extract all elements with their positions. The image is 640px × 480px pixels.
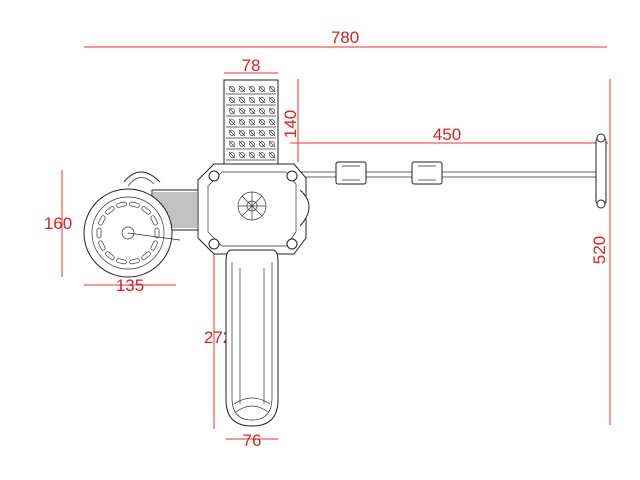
wheel-slot [141, 251, 151, 260]
climbing-hold [229, 119, 235, 125]
dimension-label-overall-width: 780 [331, 28, 359, 47]
climbing-hold [239, 130, 245, 136]
dimension-label-wheel-width: 135 [116, 276, 144, 295]
climbing-hold [229, 86, 235, 92]
wheel-slot [98, 215, 106, 226]
dimension-tower-width: 78 [224, 56, 278, 75]
wheel-slot [116, 201, 127, 208]
climbing-hold [239, 86, 245, 92]
climbing-hold [229, 141, 235, 147]
wheel-slot [150, 215, 158, 226]
climbing-hold [249, 141, 255, 147]
climbing-hold [239, 108, 245, 114]
dimension-label-wheel-height: 160 [44, 214, 72, 233]
climbing-hold [259, 152, 265, 158]
dimension-label-overall-depth: 520 [590, 236, 609, 264]
climbing-hold [239, 119, 245, 125]
dimension-slide-width: 76 [226, 431, 278, 450]
wheel-slot [141, 206, 151, 215]
climbing-hold [229, 130, 235, 136]
wheel-slot [96, 227, 102, 239]
dimension-overall-width: 780 [84, 28, 607, 48]
climbing-hold [249, 152, 255, 158]
dimension-label-tower-width: 78 [242, 56, 261, 75]
dimension-tower-height: 140 [281, 79, 300, 162]
horizontal-ladder-bridge [292, 161, 598, 185]
wheel-slot [105, 251, 115, 260]
climbing-hold [229, 97, 235, 103]
climbing-hold [259, 141, 265, 147]
wheel-slot [150, 240, 158, 251]
climbing-hold [259, 86, 265, 92]
climbing-hold [269, 119, 275, 125]
bridge-rung-left [335, 161, 367, 185]
climbing-hold [269, 86, 275, 92]
climbing-hold [269, 130, 275, 136]
climbing-hold [229, 108, 235, 114]
end-post-frame [595, 133, 607, 209]
climbing-hold [269, 152, 275, 158]
wheel-slot [129, 258, 140, 265]
wheel-slot [154, 227, 160, 239]
dimension-label-slide-length: 272 [204, 328, 232, 347]
climbing-hold [259, 108, 265, 114]
climbing-hold [239, 152, 245, 158]
dimension-slide-length: 272 [204, 246, 232, 429]
wheel-slot [105, 206, 115, 215]
central-deck-platform [197, 163, 310, 255]
climbing-hold [259, 130, 265, 136]
climbing-hold [269, 97, 275, 103]
wheel-slot [98, 240, 106, 251]
climbing-hold [259, 97, 265, 103]
spiral-slide-wheel [83, 171, 181, 278]
climbing-hold [249, 130, 255, 136]
dimension-label-tower-height: 140 [281, 110, 300, 138]
dimension-bridge-length: 450 [290, 125, 608, 144]
dimension-label-bridge-length: 450 [433, 125, 461, 144]
climbing-hold [269, 108, 275, 114]
wheel-slot [129, 201, 140, 208]
bridge-rung-right [411, 161, 443, 185]
climbing-wall-panel [223, 79, 279, 165]
climbing-hold [249, 97, 255, 103]
climbing-hold [249, 86, 255, 92]
climbing-hold [259, 119, 265, 125]
dimension-wheel-width: 135 [84, 276, 176, 295]
dimension-overall-depth: 520 [590, 79, 611, 425]
climbing-hold [239, 97, 245, 103]
dimension-label-slide-width: 76 [243, 431, 262, 450]
climbing-hold [249, 108, 255, 114]
climbing-hold [239, 141, 245, 147]
climbing-hold [249, 119, 255, 125]
dimension-wheel-height: 160 [44, 170, 72, 277]
climbing-hold [229, 152, 235, 158]
steering-wheel-ornament [237, 191, 267, 221]
slide-chute [225, 249, 279, 427]
wheel-slot [116, 258, 127, 265]
climbing-hold [269, 141, 275, 147]
